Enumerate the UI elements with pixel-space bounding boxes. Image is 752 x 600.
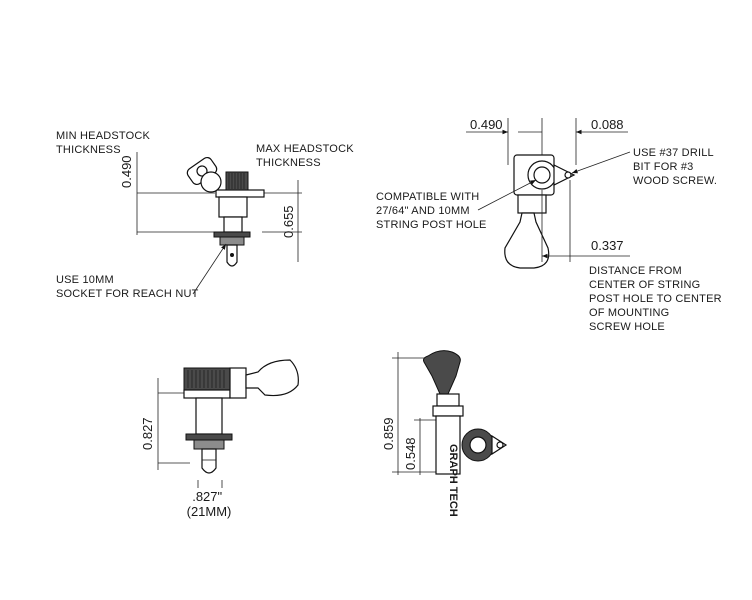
bushing (223, 216, 243, 233)
dim-max-value: 0.655 (281, 205, 296, 238)
housing-rear (435, 415, 461, 475)
compat-label: COMPATIBLE WITH 27/64" AND 10MM STRING P… (376, 191, 487, 231)
housing-2 (195, 397, 223, 435)
dim-outer-value: 0.859 (381, 417, 396, 450)
brand-text: GRAPH TECH (447, 444, 459, 517)
reach-nut (219, 236, 245, 246)
mounting-plate (215, 189, 265, 198)
tuner-side-drawing-2 (183, 359, 299, 474)
knob-2 (245, 359, 299, 397)
dim-min-value: 0.490 (119, 155, 134, 188)
distance-label: DISTANCE FROM CENTER OF STRING POST HOLE… (589, 265, 725, 333)
screw-tab (553, 164, 576, 186)
view-side-top-left: MIN HEADSTOCK THICKNESS MAX HEADSTOCK TH… (56, 130, 357, 300)
compat-leader (477, 179, 537, 211)
width-label: .827" (21MM) (187, 489, 232, 519)
drill-leader (571, 151, 631, 174)
min-headstock-label: MIN HEADSTOCK THICKNESS (56, 130, 153, 156)
max-headstock-label: MAX HEADSTOCK THICKNESS (256, 143, 357, 169)
socket-label: USE 10MM SOCKET FOR REACH NUT (56, 274, 199, 300)
dim-distance-value: 0.337 (591, 238, 624, 253)
tuner-rear-drawing: GRAPH TECH (423, 350, 508, 517)
knob-front (504, 212, 550, 269)
knob-rear (423, 350, 461, 395)
tuner-front-drawing (504, 154, 576, 269)
gear-ridges (225, 171, 249, 191)
dim-inner-value: 0.548 (403, 437, 418, 470)
view-front-top-right: 0.490 0.088 USE #37 DRILL BIT FOR #3 WOO… (376, 117, 725, 333)
dim-right-value: 0.088 (591, 117, 624, 132)
socket-leader (192, 243, 227, 295)
housing (218, 196, 248, 218)
washer (213, 231, 251, 238)
dim-height-value: 0.827 (140, 417, 155, 450)
view-rear-bottom-right: 0.859 0.548 GRAPH TECH (381, 350, 508, 517)
screw-hole (564, 171, 572, 179)
tuner-side-drawing (186, 156, 265, 267)
view-side-bottom-left: 0.827 .827" (21MM) (140, 359, 299, 519)
string-post-hole (533, 166, 551, 184)
dim-left-value: 0.490 (470, 117, 503, 132)
drill-label: USE #37 DRILL BIT FOR #3 WOOD SCREW. (633, 147, 717, 187)
